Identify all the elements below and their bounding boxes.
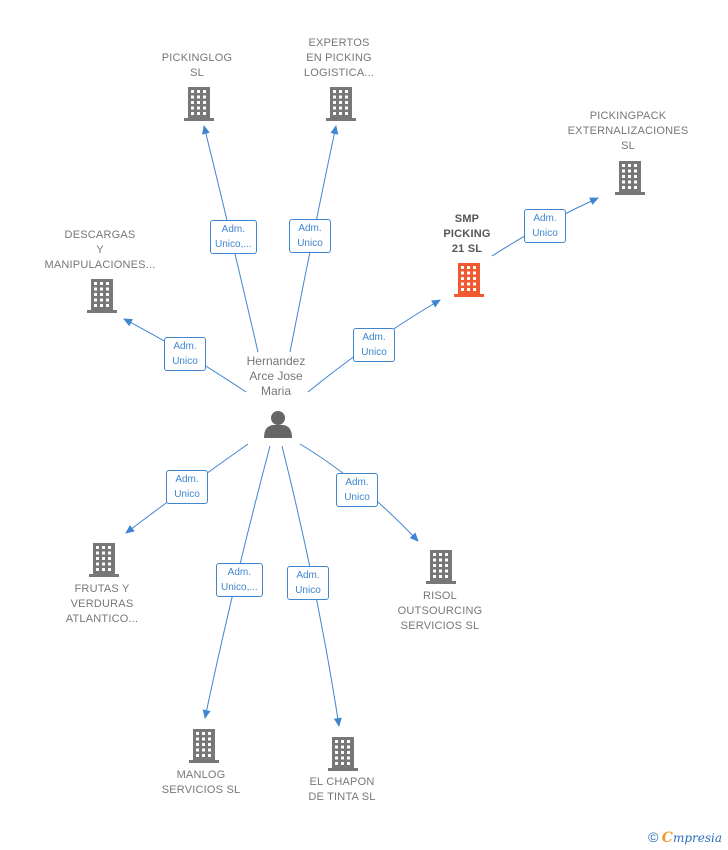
- label-line: PICKINGPACK: [589, 110, 667, 122]
- label-line: Adm.: [533, 213, 557, 224]
- label-line: Adm.: [173, 341, 197, 352]
- company-label-pickingpack[interactable]: PICKINGPACK EXTERNALIZACIONES SL: [568, 109, 689, 154]
- label-line: SL: [621, 140, 635, 152]
- building-icon[interactable]: [87, 279, 117, 313]
- label-line: DE TINTA SL: [308, 791, 376, 803]
- company-label-risol[interactable]: RISOL OUTSOURCING SERVICIOS SL: [398, 589, 483, 634]
- label-line: DESCARGAS: [64, 229, 136, 241]
- label-line: Arce Jose: [249, 369, 303, 383]
- label-line: SL: [190, 67, 204, 79]
- relation-label-chapon[interactable]: Adm. Unico: [287, 566, 329, 600]
- relation-label-smp[interactable]: Adm. Unico: [353, 328, 395, 362]
- label-line: Hernandez: [246, 354, 306, 368]
- company-label-descargas[interactable]: DESCARGAS Y MANIPULACIONES...: [45, 228, 156, 273]
- label-line: Adm.: [298, 223, 322, 234]
- label-line: ATLANTICO...: [65, 613, 139, 625]
- label-line: Adm.: [362, 332, 386, 343]
- label-line: Maria: [260, 384, 291, 398]
- label-line: VERDURAS: [70, 598, 134, 610]
- relation-label-frutas[interactable]: Adm. Unico: [166, 470, 208, 504]
- building-icon[interactable]: [326, 87, 356, 121]
- label-line: Adm.: [175, 474, 199, 485]
- label-line: LOGISTICA...: [303, 67, 375, 79]
- brand-logo[interactable]: Cmpresia: [661, 830, 722, 846]
- label-line: Adm.: [227, 567, 252, 578]
- company-label-chapon[interactable]: EL CHAPON DE TINTA SL: [308, 775, 375, 805]
- brand-footer: © Cmpresia: [648, 829, 722, 846]
- label-line: FRUTAS Y: [74, 583, 130, 595]
- label-line: Adm.: [345, 477, 369, 488]
- relation-label-pickinglog[interactable]: Adm. Unico,...: [210, 220, 257, 254]
- label-line: PICKING: [443, 228, 491, 240]
- building-icon[interactable]: [454, 263, 484, 297]
- company-label-frutas[interactable]: FRUTAS Y VERDURAS ATLANTICO...: [66, 582, 138, 627]
- label-line: Unico: [344, 492, 370, 503]
- relation-label-descargas[interactable]: Adm. Unico: [164, 337, 206, 371]
- building-icon[interactable]: [615, 161, 645, 195]
- label-line: 21 SL: [451, 243, 483, 255]
- graph-nodes: [87, 87, 645, 771]
- company-label-manlog[interactable]: MANLOG SERVICIOS SL: [162, 768, 241, 798]
- company-label-pickinglog[interactable]: PICKINGLOG SL: [162, 51, 232, 81]
- label-line: Unico,...: [221, 582, 258, 593]
- label-line: EL CHAPON: [309, 776, 375, 788]
- label-line: Unico: [532, 228, 558, 239]
- building-icon[interactable]: [184, 87, 214, 121]
- label-line: Unico: [172, 356, 198, 367]
- building-icon[interactable]: [189, 729, 219, 763]
- label-line: RISOL: [422, 590, 458, 602]
- label-line: Adm.: [296, 570, 320, 581]
- relation-label-pickingpack[interactable]: Adm. Unico: [524, 209, 566, 243]
- label-line: Y: [96, 244, 104, 256]
- label-line: EXTERNALIZACIONES: [567, 125, 689, 137]
- building-icon[interactable]: [89, 543, 119, 577]
- relation-label-risol[interactable]: Adm. Unico: [336, 473, 378, 507]
- relation-label-manlog[interactable]: Adm. Unico,...: [216, 563, 263, 597]
- person-icon[interactable]: [264, 411, 292, 438]
- label-line: SERVICIOS SL: [400, 620, 480, 632]
- label-line: MANIPULACIONES...: [44, 259, 156, 271]
- company-label-smp[interactable]: SMP PICKING 21 SL: [443, 212, 490, 257]
- building-icon[interactable]: [426, 550, 456, 584]
- label-line: PICKINGLOG: [161, 52, 233, 64]
- label-line: Unico: [295, 585, 321, 596]
- label-line: Unico: [174, 489, 200, 500]
- building-icon[interactable]: [328, 737, 358, 771]
- relation-label-expertos[interactable]: Adm. Unico: [289, 219, 331, 253]
- label-line: Unico: [361, 347, 387, 358]
- label-line: Unico: [297, 238, 323, 249]
- label-line: EXPERTOS: [308, 37, 370, 49]
- copyright-icon: ©: [648, 829, 659, 845]
- company-label-expertos[interactable]: EXPERTOS EN PICKING LOGISTICA...: [304, 36, 374, 81]
- label-line: MANLOG: [176, 769, 226, 781]
- label-line: SMP: [454, 213, 480, 225]
- label-line: Unico,...: [215, 239, 252, 250]
- label-line: SERVICIOS SL: [161, 784, 241, 796]
- label-line: OUTSOURCING: [397, 605, 483, 617]
- label-line: EN PICKING: [306, 52, 372, 64]
- label-line: Adm.: [221, 224, 246, 235]
